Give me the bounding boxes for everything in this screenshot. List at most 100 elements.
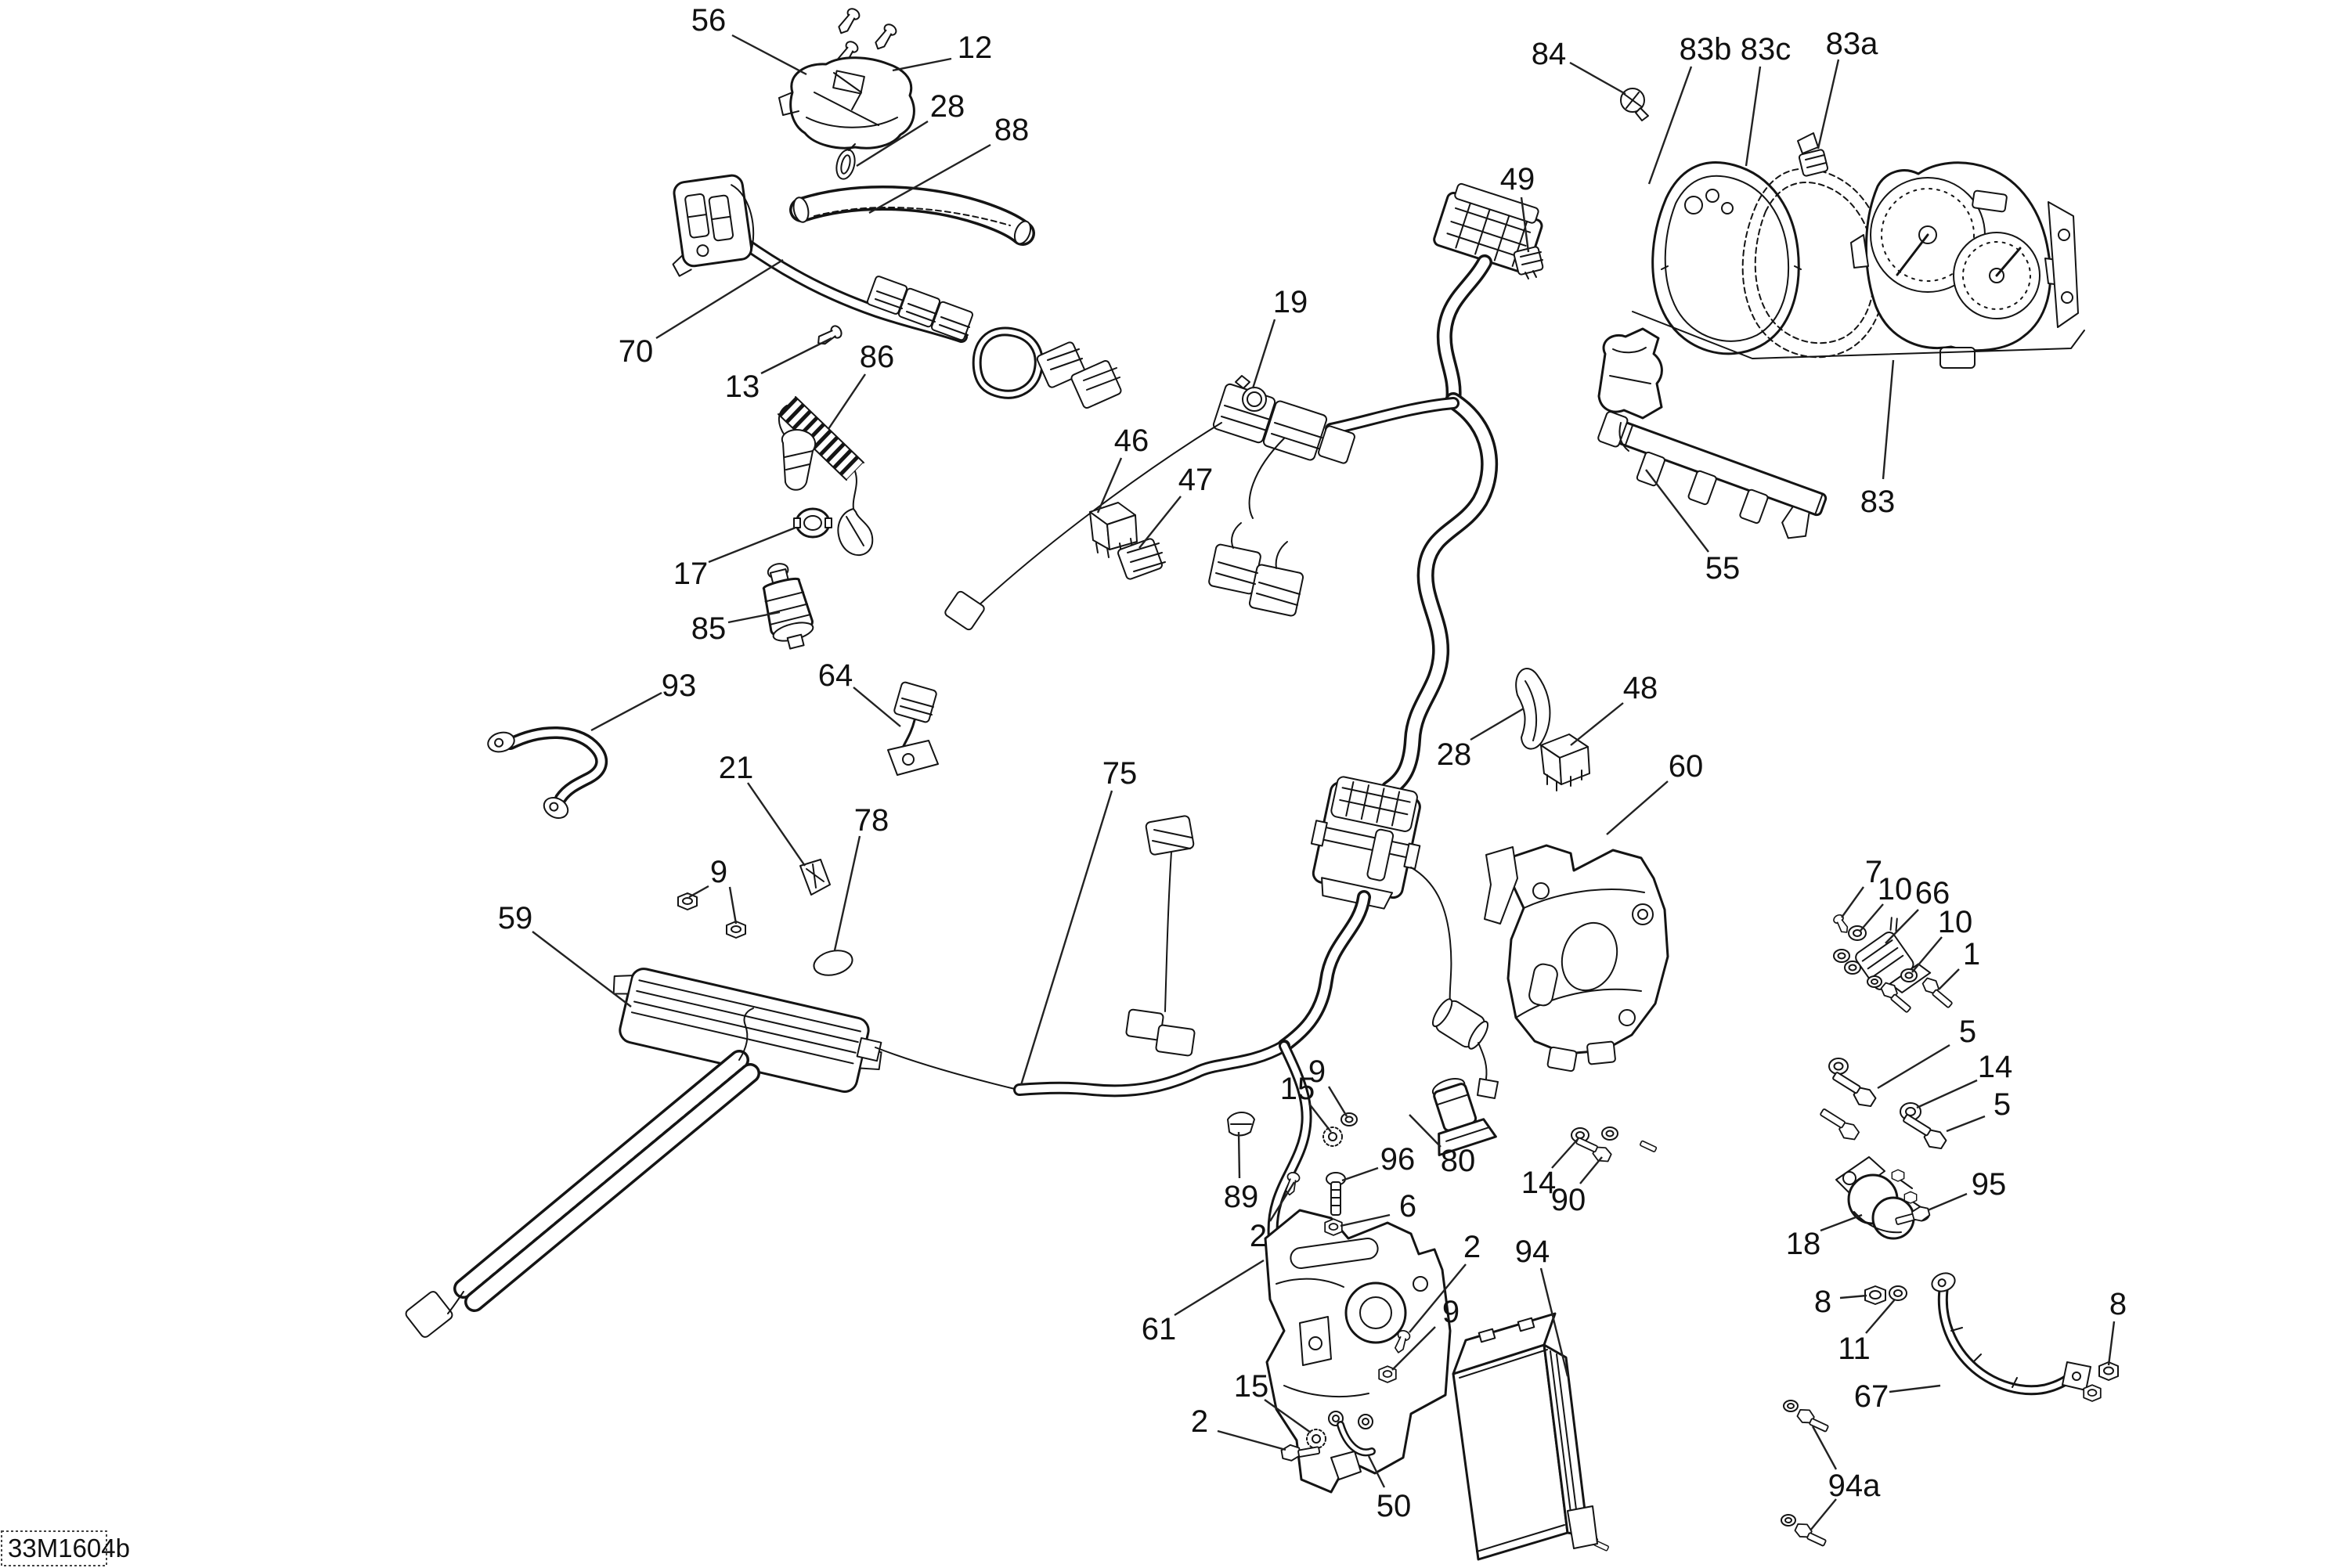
handlebar-grip-88 bbox=[789, 185, 1035, 246]
leader-line bbox=[853, 687, 901, 727]
support-bracket-61 bbox=[1264, 1209, 1452, 1494]
callout-label-5: 5 bbox=[1994, 1087, 2011, 1122]
sensor-64 bbox=[887, 681, 939, 776]
callout-label-2: 2 bbox=[1191, 1404, 1208, 1439]
callout-label-56: 56 bbox=[691, 3, 727, 38]
dess-switch-85 bbox=[763, 563, 814, 650]
leader-line bbox=[731, 34, 807, 76]
leader-line bbox=[1839, 1294, 1867, 1299]
tether-cord-86 bbox=[778, 396, 874, 557]
leader-line bbox=[1889, 1384, 1941, 1393]
callout-label-83b: 83b bbox=[1680, 32, 1732, 67]
ring-17 bbox=[793, 507, 832, 539]
leader-line bbox=[728, 886, 738, 925]
callout-label-70: 70 bbox=[619, 334, 654, 369]
callout-label-89: 89 bbox=[1224, 1180, 1259, 1214]
callout-label-9: 9 bbox=[1308, 1054, 1326, 1089]
callout-label-88: 88 bbox=[994, 113, 1030, 147]
bolt-washer-row bbox=[1820, 1058, 1947, 1150]
connector-47 bbox=[1117, 538, 1166, 580]
leader-line bbox=[1341, 1166, 1379, 1182]
leader-line bbox=[1174, 1259, 1265, 1317]
leader-line bbox=[1938, 968, 1960, 990]
relay-48 bbox=[1540, 734, 1590, 791]
leader-line bbox=[532, 931, 632, 1007]
sensor-83a bbox=[1797, 132, 1829, 177]
leader-line bbox=[1841, 886, 1864, 918]
callout-label-21: 21 bbox=[719, 751, 754, 785]
leader-line bbox=[1916, 1079, 1978, 1109]
spark-plug-boot-80 bbox=[1431, 1078, 1497, 1156]
leader-line bbox=[1647, 66, 1693, 185]
drawing-code-box: 33M1604b bbox=[1, 1530, 130, 1566]
leader-line bbox=[1138, 496, 1182, 549]
callout-label-7: 7 bbox=[1865, 855, 1882, 889]
leader-line bbox=[747, 782, 806, 867]
callout-label-83a: 83a bbox=[1826, 27, 1878, 61]
branch-connectors-lower bbox=[1208, 522, 1304, 617]
callout-label-94: 94 bbox=[1515, 1235, 1550, 1269]
callout-label-18: 18 bbox=[1786, 1227, 1821, 1261]
leader-line bbox=[856, 120, 929, 168]
callout-label-19: 19 bbox=[1273, 285, 1308, 319]
leader-line bbox=[1569, 61, 1626, 96]
leader-line bbox=[1367, 1455, 1386, 1488]
hose-clamp-19 bbox=[1235, 375, 1267, 412]
connector-49 bbox=[1513, 246, 1544, 279]
callout-label-8: 8 bbox=[2109, 1287, 2127, 1321]
leader-line bbox=[1096, 457, 1123, 514]
callout-label-15: 15 bbox=[1234, 1369, 1269, 1404]
battery-ground-cable-50 bbox=[1328, 1411, 1376, 1457]
seal-78 bbox=[813, 950, 853, 976]
leader-line bbox=[1327, 1086, 1348, 1117]
callout-label-75: 75 bbox=[1102, 756, 1138, 791]
leader-line bbox=[1745, 66, 1762, 167]
bolts-94a bbox=[1570, 1400, 1829, 1552]
steering-support-bracket-60 bbox=[1484, 844, 1669, 1072]
callout-label-12: 12 bbox=[958, 31, 993, 65]
leader-line bbox=[1409, 1263, 1467, 1333]
leader-line bbox=[1391, 1326, 1436, 1371]
callout-label-93: 93 bbox=[662, 669, 697, 703]
harness-channel-rail bbox=[405, 1007, 760, 1338]
callout-label-13: 13 bbox=[725, 369, 760, 404]
callout-label-8: 8 bbox=[1814, 1285, 1831, 1319]
callout-label-10: 10 bbox=[1938, 905, 1973, 939]
leader-line bbox=[708, 526, 796, 564]
strap-28-mid bbox=[1515, 668, 1551, 750]
drawing-code: 33M1604b bbox=[8, 1534, 130, 1563]
callout-label-11: 11 bbox=[1838, 1332, 1871, 1366]
leader-line bbox=[1539, 1267, 1569, 1377]
callout-label-83: 83 bbox=[1860, 485, 1896, 519]
gauge-bracket-line bbox=[1632, 311, 2085, 359]
bolt-95 bbox=[1895, 1206, 1931, 1225]
leader-line bbox=[1217, 1429, 1286, 1451]
callout-label-85: 85 bbox=[691, 611, 727, 646]
callout-label-17: 17 bbox=[673, 557, 709, 591]
callout-label-64: 64 bbox=[818, 658, 853, 693]
washer-11 bbox=[1889, 1285, 1907, 1301]
callout-label-28: 28 bbox=[930, 89, 965, 124]
nuts-9-left bbox=[677, 892, 746, 939]
leader-line bbox=[1264, 1399, 1312, 1433]
main-wiring-harness-75 bbox=[944, 182, 1543, 1244]
callout-label-78: 78 bbox=[854, 803, 889, 838]
leader-line bbox=[1340, 1213, 1391, 1227]
leader-line bbox=[1520, 196, 1530, 253]
callout-label-14: 14 bbox=[1521, 1166, 1557, 1200]
nuts-8-right bbox=[2083, 1361, 2119, 1402]
leader-line bbox=[590, 691, 662, 732]
callout-label-83c: 83c bbox=[1741, 32, 1792, 67]
leader-line bbox=[760, 337, 832, 375]
leader-line bbox=[828, 373, 866, 430]
leader-line bbox=[1865, 1299, 1896, 1334]
callout-label-6: 6 bbox=[1399, 1189, 1416, 1224]
leader-line bbox=[1551, 1137, 1579, 1169]
multifunction-switch-70 bbox=[672, 174, 1122, 409]
leader-line bbox=[1579, 1156, 1603, 1184]
callout-label-86: 86 bbox=[860, 340, 895, 374]
leader-line bbox=[1877, 1044, 1950, 1090]
leader-line bbox=[1251, 319, 1276, 389]
